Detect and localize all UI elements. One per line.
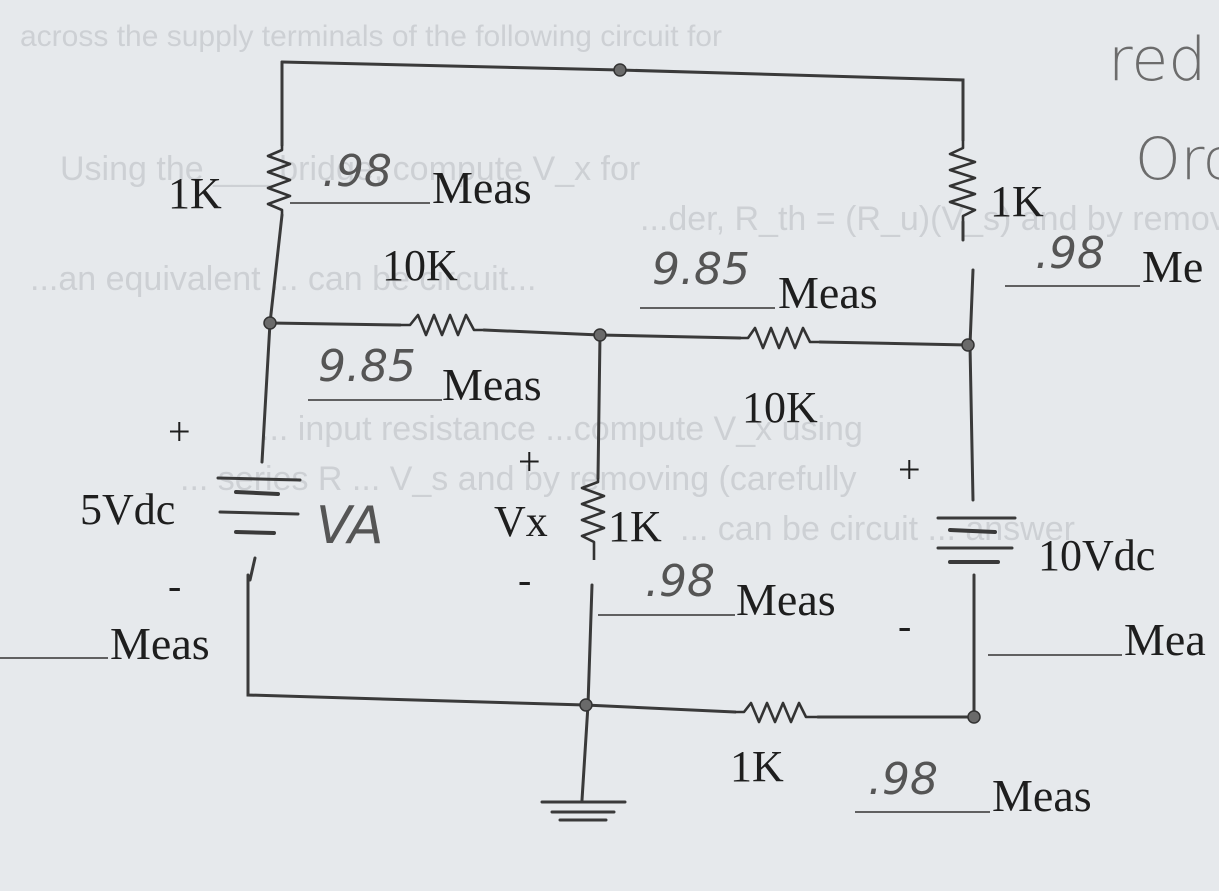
wire-right-gap: [968, 268, 975, 347]
margin-note-orc: Orc: [1135, 125, 1219, 193]
meas-value-mid-right: 9.85: [318, 341, 416, 392]
meas-label-top-left: Meas: [432, 162, 532, 213]
wire-center-bottom: [580, 583, 594, 802]
wire-bottom-center: [583, 703, 737, 714]
right-source-plus: +: [898, 447, 921, 492]
resistor-top-mid: [400, 313, 484, 337]
vx-label: Vx: [494, 497, 548, 546]
margin-note-red: red: [1108, 25, 1207, 95]
bg-text-3: ...der, R_th = (R_u)(V_s) and by removin…: [640, 200, 1219, 238]
wire-mid-center: [482, 328, 602, 337]
resistor-center: [580, 478, 606, 560]
node-left: [263, 316, 277, 330]
wire-right-battery-top: [968, 343, 975, 502]
label-r-top-mid: 10K: [382, 241, 458, 290]
label-r-top-left: 1K: [168, 169, 222, 218]
meas-label-top-mid: Meas: [778, 267, 878, 318]
bg-text-5: ... input resistance ...compute V_x usin…: [260, 410, 863, 448]
bg-text-4: ...an equivalent ... can be circuit...: [30, 260, 537, 298]
label-r-bottom: 1K: [730, 742, 784, 791]
resistor-top-left: [266, 145, 292, 215]
label-r-top-right: 1K: [990, 177, 1044, 226]
left-source-value: 5Vdc: [80, 485, 176, 534]
meas-label-mid-right: Meas: [442, 359, 542, 410]
meas-label-bottom: Meas: [992, 770, 1092, 821]
node-center: [593, 328, 607, 342]
meas-label-center: Meas: [736, 574, 836, 625]
meas-label-right-top: Me: [1142, 241, 1204, 292]
left-source-plus: +: [168, 409, 191, 454]
bg-text-7: ... can be circuit ... answer: [680, 510, 1075, 548]
meas-value-top-left: .98: [322, 146, 392, 197]
label-r-mid-right: 10K: [742, 383, 818, 432]
node-top: [613, 63, 627, 77]
vx-plus: +: [518, 439, 541, 484]
node-bottom-center: [579, 698, 593, 712]
battery-left-plate-3: [218, 510, 300, 516]
meas-label-right-bottom: Mea: [1124, 614, 1206, 665]
meas-label-left: Meas: [110, 618, 210, 669]
left-source-minus: -: [168, 563, 182, 608]
battery-left-plate-4: [234, 530, 276, 535]
wire-bottom-left: [246, 573, 587, 707]
resistor-mid-right: [740, 326, 820, 350]
node-bottom-right: [967, 710, 981, 724]
left-source-hand-label: VA: [316, 496, 384, 556]
wire-mid-left: [268, 321, 402, 327]
wire-left-battery-bottom: [248, 556, 257, 582]
bg-text-2: Using the ___ bridge, compute V_x for: [60, 150, 641, 188]
wire-left-battery-top: [260, 321, 272, 464]
right-source-minus: -: [898, 603, 912, 648]
wire-left-mid: [268, 213, 284, 325]
meas-value-bottom: .98: [868, 754, 938, 805]
resistor-top-right: [948, 140, 977, 222]
label-r-center: 1K: [608, 502, 662, 551]
vx-minus: -: [518, 557, 532, 602]
wire-mid-right: [818, 340, 970, 347]
battery-right-plate-2: [948, 528, 997, 534]
node-right: [961, 338, 975, 352]
resistor-bottom: [735, 701, 818, 724]
meas-value-right-top: .98: [1035, 228, 1105, 279]
meas-value-top-mid: 9.85: [652, 244, 750, 295]
meas-value-center: .98: [645, 556, 715, 607]
wire-mid-center-right: [598, 333, 742, 340]
bg-text-1: across the supply terminals of the follo…: [20, 20, 722, 53]
battery-left-plate-2: [234, 490, 280, 496]
right-source-value: 10Vdc: [1038, 531, 1156, 580]
wire-center-top: [596, 333, 602, 480]
battery-left-plate-1: [216, 476, 302, 482]
wire-top: [280, 60, 965, 142]
